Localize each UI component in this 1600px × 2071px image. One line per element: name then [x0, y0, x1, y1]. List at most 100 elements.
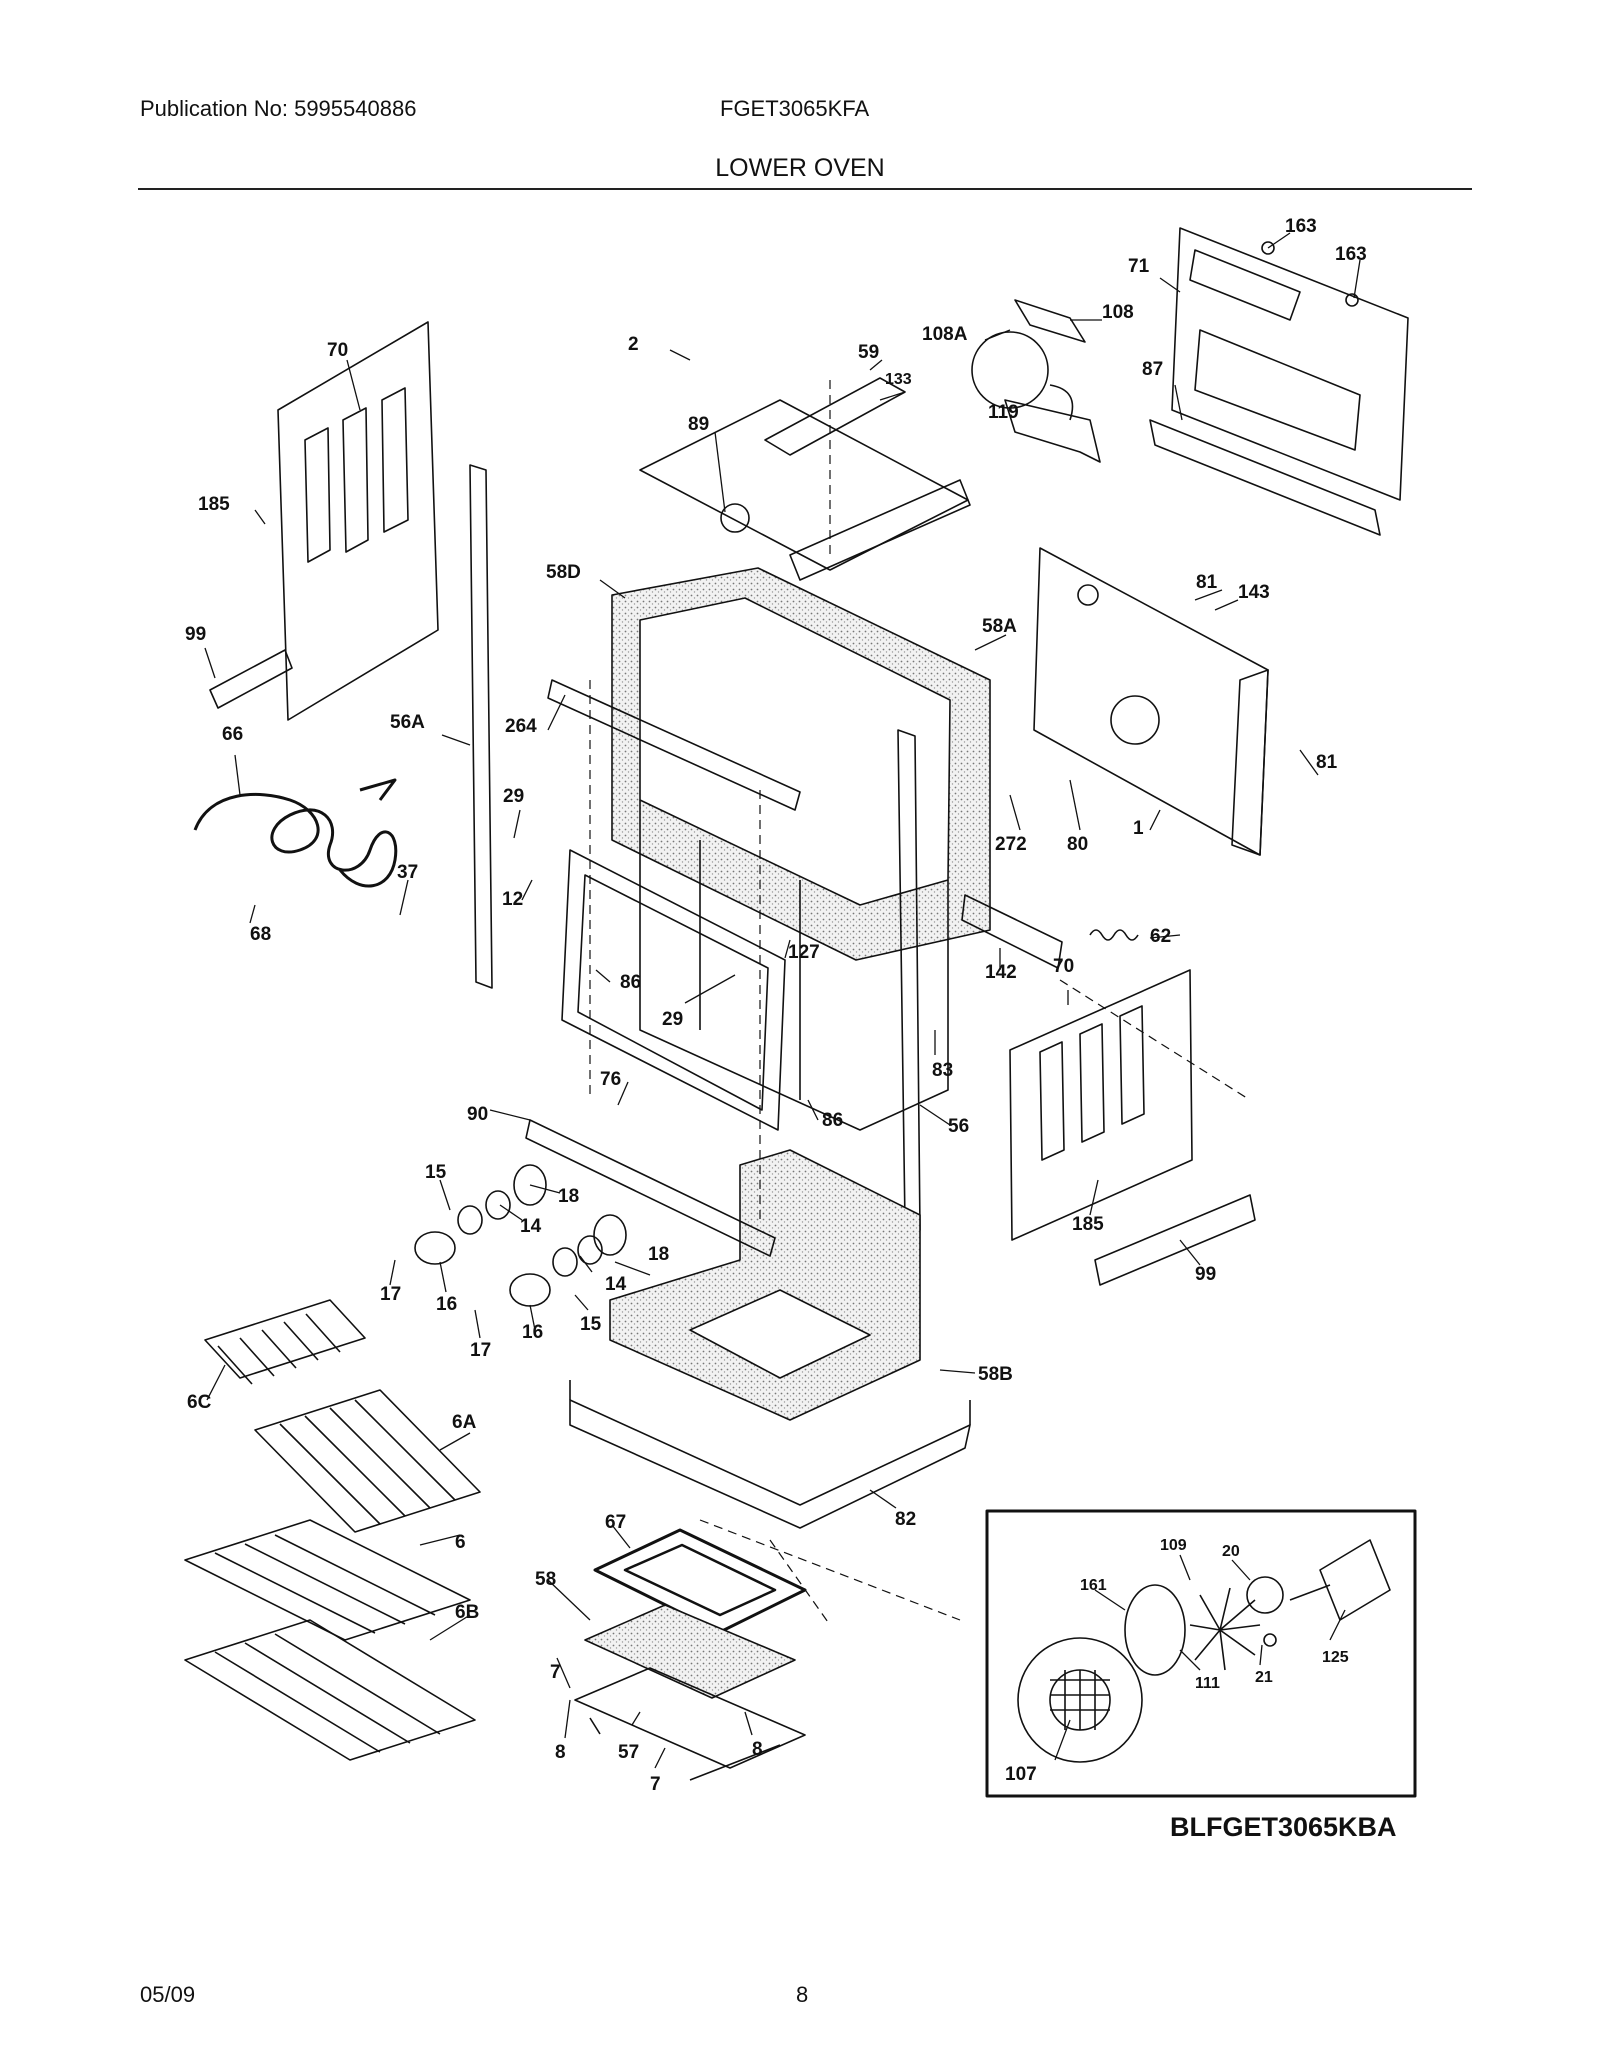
- part-label: 185: [198, 494, 230, 515]
- page-number: 8: [796, 1982, 809, 2007]
- part-label: 59: [858, 342, 879, 363]
- part-label: 29: [662, 1009, 683, 1030]
- part-label: 6B: [455, 1602, 479, 1623]
- part-labels: 163 163 71 108 87 133 89 2 59 108A 119 7…: [185, 216, 1367, 1795]
- part-label: 1: [1133, 818, 1144, 839]
- part-label: 56: [948, 1116, 969, 1137]
- rack-6b-shape: [184, 1619, 476, 1761]
- part-label: 68: [250, 924, 271, 945]
- part-label: 86: [822, 1110, 843, 1131]
- part-label: 17: [380, 1284, 401, 1305]
- part-label: 58B: [978, 1364, 1013, 1385]
- dashed-guides: [589, 380, 1251, 1626]
- part-label: 163: [1335, 244, 1367, 265]
- part-label: 264: [505, 716, 537, 737]
- right-side-panel-shape: [1033, 547, 1269, 856]
- part-label: 163: [1285, 216, 1317, 237]
- part-label: 80: [1067, 834, 1088, 855]
- part-label: 119: [988, 402, 1019, 423]
- part-label: 127: [788, 942, 820, 963]
- left-upper-panel-shape: [209, 321, 439, 721]
- part-label: 143: [1238, 582, 1270, 603]
- oven-cavity-shape: [611, 567, 991, 1131]
- part-label: 6A: [452, 1412, 477, 1433]
- part-label: 111: [1195, 1675, 1220, 1692]
- part-label: 81: [1316, 752, 1338, 773]
- broil-element-shape: [193, 778, 398, 888]
- part-label: 67: [605, 1512, 626, 1533]
- strip-90-shape: [525, 1119, 776, 1257]
- part-label: 58: [535, 1569, 556, 1590]
- part-label: 16: [436, 1294, 457, 1315]
- part-label: 161: [1080, 1577, 1107, 1594]
- door-frame-shape: [561, 849, 786, 1131]
- footer-date: 05/09: [140, 1982, 196, 2007]
- part-label: 90: [467, 1104, 488, 1125]
- lamp-assembly-shape: [414, 1164, 627, 1307]
- leader-lines: [204, 232, 1361, 1769]
- spring-shape: [1089, 929, 1139, 941]
- part-label: 58D: [546, 562, 581, 583]
- header-divider: [138, 188, 1472, 190]
- part-label: 82: [895, 1509, 916, 1530]
- rack-6c-shape: [204, 1299, 366, 1385]
- part-label: 8: [555, 1742, 566, 1763]
- part-label: 70: [327, 340, 348, 361]
- bottom-pan-shape: [569, 1380, 971, 1529]
- publication-number: Publication No: 5995540886: [140, 96, 417, 121]
- part-label: 14: [605, 1274, 627, 1295]
- part-label: 108A: [922, 324, 968, 345]
- part-label: 7: [650, 1774, 661, 1795]
- part-label: 57: [618, 1742, 639, 1763]
- part-label: 86: [620, 972, 641, 993]
- part-label: 133: [885, 371, 912, 388]
- top-panel-shape: [639, 377, 971, 581]
- part-label: 107: [1005, 1764, 1037, 1785]
- upper-strip-shape: [547, 679, 801, 811]
- part-label: 56A: [390, 712, 425, 733]
- part-label: 185: [1072, 1214, 1104, 1235]
- part-label: 15: [425, 1162, 447, 1183]
- part-label: 18: [558, 1186, 579, 1207]
- thermostat-callout-shape: [971, 331, 1074, 421]
- part-label: 89: [688, 414, 709, 435]
- part-label: 99: [185, 624, 206, 645]
- part-label: 8: [752, 1739, 763, 1760]
- part-label: 6C: [187, 1392, 212, 1413]
- rack-6-shape: [184, 1519, 471, 1641]
- part-label: 15: [580, 1314, 602, 1335]
- part-label: 125: [1322, 1649, 1349, 1666]
- part-label: 6: [455, 1532, 466, 1553]
- part-label: 66: [222, 724, 243, 745]
- part-label: 71: [1128, 256, 1150, 277]
- part-label: 20: [1222, 1543, 1240, 1560]
- part-label: 2: [628, 334, 639, 355]
- part-label: 16: [522, 1322, 543, 1343]
- part-label: 7: [550, 1662, 561, 1683]
- part-label: 17: [470, 1340, 491, 1361]
- inset-code: BLFGET3065KBA: [1170, 1812, 1397, 1842]
- strip-142-shape: [961, 894, 1063, 969]
- part-label: 62: [1150, 926, 1171, 947]
- part-label: 29: [503, 786, 524, 807]
- part-label: 81: [1196, 572, 1218, 593]
- part-label: 14: [520, 1216, 542, 1237]
- part-label: 83: [932, 1060, 953, 1081]
- bake-element-shape: [574, 1528, 807, 1781]
- part-label: 37: [397, 862, 418, 883]
- part-label: 70: [1053, 956, 1074, 977]
- rear-panel-shape: [1149, 227, 1409, 536]
- part-label: 21: [1255, 1669, 1273, 1686]
- bracket-shape: [1004, 299, 1101, 463]
- part-label: 142: [985, 962, 1017, 983]
- model-number: FGET3065KFA: [720, 96, 870, 121]
- part-label: 87: [1142, 359, 1163, 380]
- part-label: 108: [1102, 302, 1134, 323]
- rack-6a-shape: [254, 1389, 481, 1533]
- page-title: LOWER OVEN: [715, 154, 885, 182]
- fan-inset-box: [985, 1509, 1417, 1798]
- part-label: 18: [648, 1244, 669, 1265]
- bottom-insulation-shape: [609, 1149, 921, 1421]
- part-label: 58A: [982, 616, 1017, 637]
